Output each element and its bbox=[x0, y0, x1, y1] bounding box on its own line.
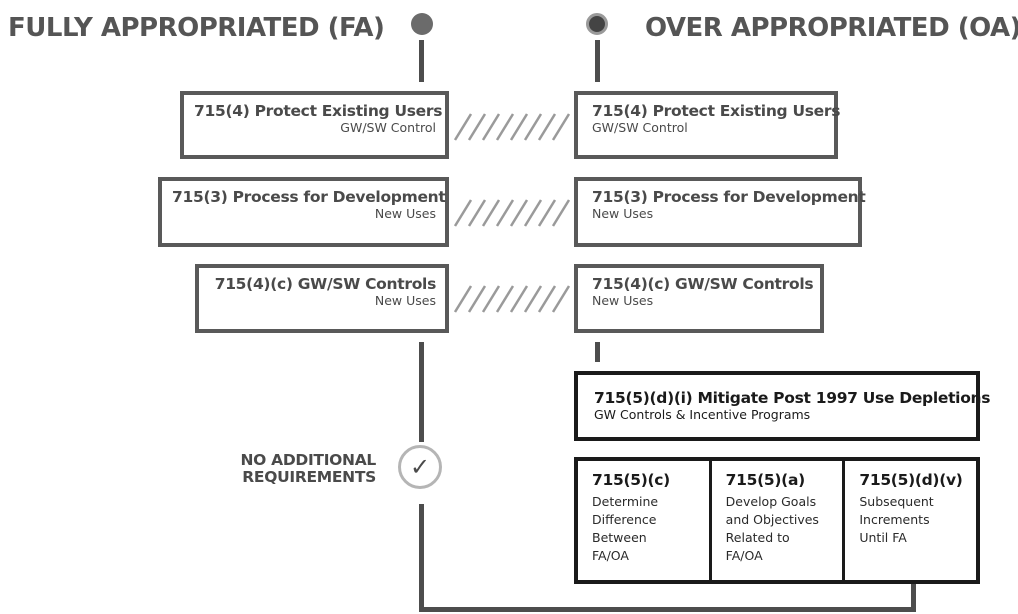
fa-box-protect-users: 715(4) Protect Existing Users GW/SW Cont… bbox=[180, 91, 449, 159]
box-title: 715(4) Protect Existing Users bbox=[194, 102, 443, 120]
oa-box-mitigate: 715(5)(d)(i) Mitigate Post 1997 Use Depl… bbox=[574, 371, 991, 441]
oa-box-gwsw-controls: 715(4)(c) GW/SW Controls New Uses bbox=[574, 264, 824, 333]
box-subtitle: New Uses bbox=[374, 206, 436, 221]
oa-box-process-development: 715(3) Process for Development New Uses bbox=[574, 177, 866, 247]
check-circle-icon: ✓ bbox=[398, 445, 442, 489]
oa-box-protect-users: 715(4) Protect Existing Users GW/SW Cont… bbox=[574, 91, 841, 159]
box-subtitle: GW/SW Control bbox=[340, 120, 436, 135]
step-title: 715(5)(d)(v) bbox=[859, 471, 963, 489]
box-title: 715(3) Process for Development bbox=[172, 188, 446, 206]
fa-header: FULLY APPROPRIATED (FA) bbox=[8, 13, 385, 43]
fa-connector bbox=[419, 40, 424, 82]
oa-header: OVER APPROPRIATED (OA) bbox=[645, 13, 1018, 43]
hatch-link-row1 bbox=[453, 113, 571, 141]
box-title: 715(4)(c) GW/SW Controls bbox=[592, 275, 814, 293]
oa-connector bbox=[595, 40, 600, 82]
fa-box-process-development: 715(3) Process for Development New Uses bbox=[158, 177, 449, 247]
fa-connector bbox=[419, 342, 424, 442]
fa-start-dot-icon bbox=[411, 13, 433, 35]
box-subtitle: New Uses bbox=[374, 293, 436, 308]
oa-connector bbox=[911, 584, 916, 612]
box-title: 715(5)(d)(i) Mitigate Post 1997 Use Depl… bbox=[594, 389, 991, 407]
fa-box-gwsw-controls: 715(4)(c) GW/SW Controls New Uses bbox=[195, 264, 449, 333]
box-subtitle: New Uses bbox=[592, 293, 654, 308]
box-title: 715(4) Protect Existing Users bbox=[592, 102, 841, 120]
box-title: 715(3) Process for Development bbox=[592, 188, 866, 206]
step-title: 715(5)(a) bbox=[725, 471, 806, 489]
oa-connector bbox=[595, 342, 600, 362]
hatch-link-row2 bbox=[453, 199, 571, 227]
box-subtitle: GW/SW Control bbox=[592, 120, 688, 135]
bottom-connector bbox=[419, 607, 916, 612]
oa-start-dot-icon bbox=[586, 13, 608, 35]
box-title: 715(4)(c) GW/SW Controls bbox=[214, 275, 437, 293]
fa-connector bbox=[419, 504, 424, 612]
no-additional-requirements-label: NO ADDITIONAL REQUIREMENTS bbox=[240, 451, 376, 486]
box-subtitle: New Uses bbox=[592, 206, 654, 221]
step-title: 715(5)(c) bbox=[592, 471, 670, 489]
box-subtitle: GW Controls & Incentive Programs bbox=[594, 407, 811, 422]
hatch-link-row3 bbox=[453, 285, 571, 313]
